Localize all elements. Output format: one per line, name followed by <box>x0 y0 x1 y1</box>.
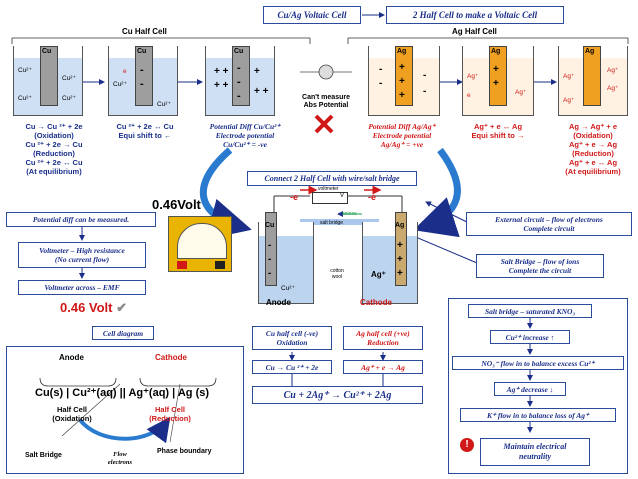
ag-beaker-2: Ag + + Ag⁺ e Ag⁺ <box>462 46 534 116</box>
ag-half-cell-box: Ag half cell (+ve)Reduction <box>343 326 423 350</box>
cu-reaction-box: Cu → Cu ²⁺ + 2e <box>252 360 332 374</box>
k-flow-box: K⁺ flow in to balance loss of Ag⁺ <box>460 408 616 422</box>
cu-equilibrium-equations: Cu → Cu ²⁺ + 2e(Oxidation) Cu ²⁺ + 2e → … <box>25 122 83 176</box>
voltaic-cell-title: Cu/Ag Voltaic Cell <box>263 6 361 24</box>
cell-diagram-cathode: Cathode <box>155 353 187 362</box>
phase-boundary-label: Phase boundary <box>157 448 212 455</box>
apparatus-voltmeter-label: voltmeter <box>318 186 339 192</box>
cathode-label: Cathode <box>360 298 392 307</box>
electron-flow-arrow <box>78 416 171 444</box>
cu-half-cell-label: Cu Half Cell <box>122 27 167 36</box>
cell-diagram-anode: Anode <box>59 353 84 362</box>
check-icon: ✔ <box>116 300 128 315</box>
cu-increase-box: Cu²⁺ increase ↑ <box>490 330 570 344</box>
salt-kno3-box: Salt bridge – saturated KNO₃ <box>468 304 592 318</box>
cell-notation: Cu(s) | Cu²⁺(aq) || Ag⁺(aq) | Ag (s) <box>35 387 210 399</box>
salt-bridge-panel <box>448 298 628 474</box>
ag-beaker-1: Ag - - + + + - - <box>368 46 440 116</box>
anode-beaker: Cu - - - Cu²⁺ <box>258 212 314 304</box>
apparatus-voltmeter: V <box>312 192 348 204</box>
ag-beaker-3: Ag Ag⁺ Ag⁺ Ag⁺ Ag⁺ <box>558 46 628 116</box>
potential-measured-box: Potential diff can be measured. <box>6 212 156 227</box>
anode-label: Anode <box>266 298 291 307</box>
salt-bridge-label: salt bridge <box>320 220 344 226</box>
ag-equilibrium-equations: Ag → Ag⁺ + e(Oxidation) Ag⁺ + e → Ag(Red… <box>565 122 621 176</box>
half-cell-oxidation: Half Cell(Oxidation) <box>52 405 92 423</box>
cell-diagram-title: Cell diagram <box>92 326 154 340</box>
anions-label: anions <box>342 211 357 217</box>
cell-diagram-panel: Anode Cathode Cu(s) | Cu²⁺(aq) || Ag⁺(aq… <box>6 346 244 474</box>
cu-beaker-1: Cu Cu²⁺ Cu²⁺ Cu²⁺ Cu²⁺ <box>13 46 83 116</box>
half-cell-reduction: Half Cell(Reduction) <box>149 405 191 423</box>
electron-right: -e <box>368 192 377 202</box>
warning-icon: ! <box>460 438 474 452</box>
ag-potential-text: Potential Diff Ag/Ag⁺Electrode potential… <box>368 122 436 149</box>
curved-arrow-right <box>413 147 461 238</box>
volt-result: 0.46 Volt ✔ <box>60 300 128 315</box>
cell-salt-bridge-label: Salt Bridge <box>25 452 62 459</box>
voltmeter-resistance-box: Voltmeter – High resistance(No current f… <box>18 242 146 268</box>
no3-flow-box: NO₃⁻ flow in to balance excess Cu²⁺ <box>452 356 624 370</box>
cu-half-cell-box: Cu half cell (-ve)Oxidation <box>252 326 332 350</box>
cathode-beaker: Ag + + + Ag⁺ <box>362 212 418 304</box>
cu-potential-text: Potential Diff Cu/Cu²⁺Electrode potentia… <box>209 122 281 149</box>
voltmeter-device <box>168 216 232 272</box>
ag-decrease-box: Ag⁺ decrease ↓ <box>494 382 566 396</box>
connect-box: Connect 2 Half Cell with wire/salt bridg… <box>247 171 417 186</box>
electron-left: -e <box>290 192 299 202</box>
cu-beaker-2: Cu - - Cu²⁺ Cu²⁺ e <box>108 46 178 116</box>
voltmeter-emf-box: Voltmeter across – EMF <box>18 280 146 295</box>
ag-reaction-box: Ag⁺ + e → Ag <box>343 360 423 374</box>
ag-half-cell-label: Ag Half Cell <box>452 27 497 36</box>
volt-big-label: 0.46Volt <box>152 197 201 212</box>
cu-beaker-3: Cu + + + + - - - + + + <box>205 46 275 116</box>
half-cells-title: 2 Half Cell to make a Voltaic Cell <box>386 6 564 24</box>
overall-reaction-box: Cu + 2Ag⁺ → Cu²⁺ + 2Ag <box>252 386 423 404</box>
